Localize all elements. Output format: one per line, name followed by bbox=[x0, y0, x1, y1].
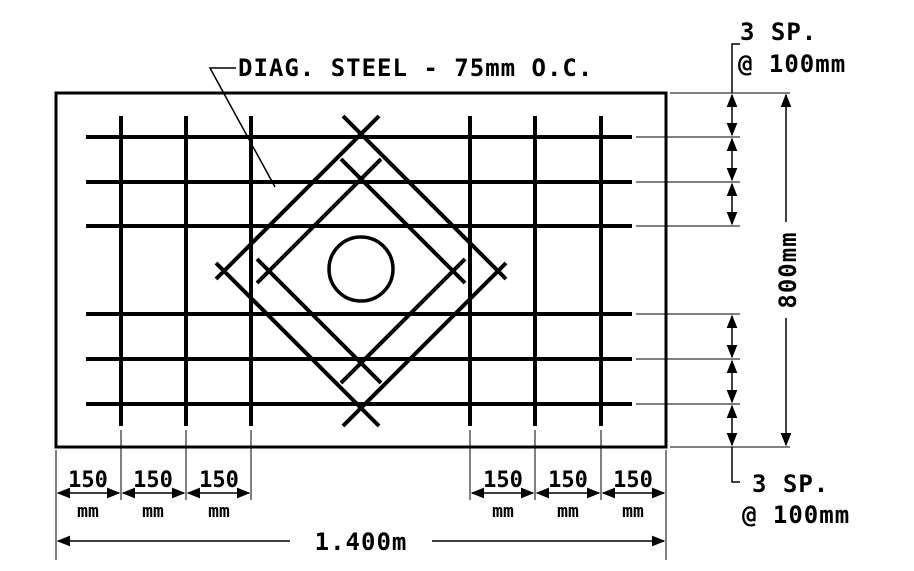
footing-outline bbox=[54, 91, 668, 449]
vertical-bars bbox=[119, 116, 603, 426]
right-spacing-value-1: 150 bbox=[483, 468, 523, 493]
height-label: 800mm bbox=[774, 231, 802, 308]
left-spacing-unit-2: mm bbox=[142, 501, 164, 522]
diag-steel-label: DIAG. STEEL - 75mm O.C. bbox=[238, 54, 593, 82]
top-spacing-line2: @ 100mm bbox=[738, 50, 846, 78]
right-spacing-unit-1: mm bbox=[492, 501, 514, 522]
column-opening bbox=[327, 235, 395, 303]
top-spacing-leader bbox=[731, 43, 740, 93]
diag-steel-leader bbox=[208, 67, 276, 188]
left-spacing-value-1: 150 bbox=[68, 468, 108, 493]
left-spacing-unit-3: mm bbox=[208, 501, 230, 522]
right-spacing-value-2: 150 bbox=[548, 468, 588, 493]
bottom-spacing-line2: @ 100mm bbox=[742, 501, 850, 529]
right-spacing-unit-2: mm bbox=[557, 501, 579, 522]
left-spacing-value-3: 150 bbox=[199, 468, 239, 493]
bottom-extension-lines bbox=[55, 430, 667, 560]
top-spacing-line1: 3 SP. bbox=[740, 18, 817, 46]
right-extension-lines bbox=[636, 92, 790, 448]
right-spacing-value-3: 150 bbox=[613, 468, 653, 493]
right-spacing-unit-3: mm bbox=[622, 501, 644, 522]
left-spacing-value-2: 150 bbox=[133, 468, 173, 493]
bottom-spacing-line1: 3 SP. bbox=[752, 470, 829, 498]
width-label: 1.400m bbox=[315, 528, 408, 556]
left-spacing-unit-1: mm bbox=[77, 501, 99, 522]
diagonal-steel bbox=[214, 114, 508, 428]
bottom-spacing-leader bbox=[731, 447, 740, 483]
